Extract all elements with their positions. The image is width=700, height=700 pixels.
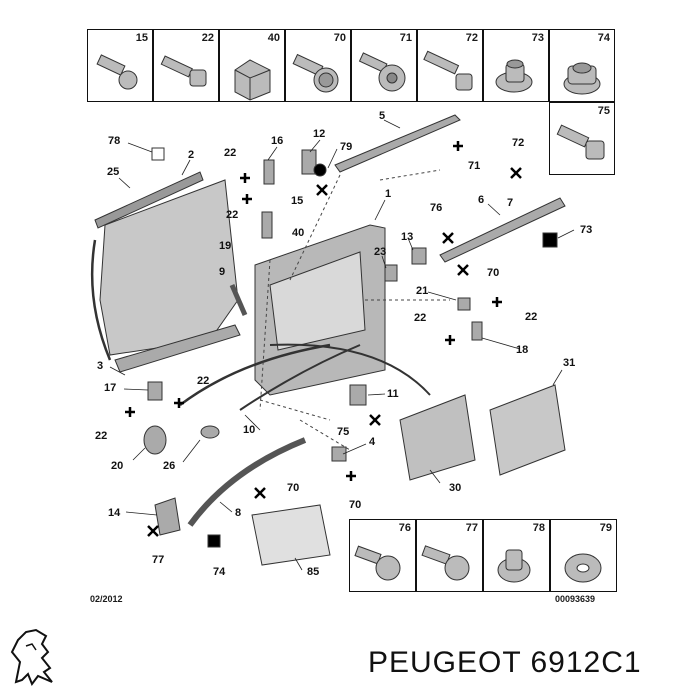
- callout-77: 77: [152, 554, 165, 566]
- callout-19: 19: [219, 240, 232, 252]
- callout-22c: 22: [525, 311, 538, 323]
- hex-bolt-icon: [354, 545, 401, 581]
- callout-70b: 70: [287, 482, 300, 494]
- hardware-cell-76: 76: [349, 519, 416, 592]
- callout-25: 25: [107, 166, 120, 178]
- callout-1: 1: [385, 188, 392, 200]
- callout-6: 6: [478, 194, 485, 206]
- washer-icon: [564, 553, 602, 583]
- block-icon: [234, 59, 271, 101]
- part-number: 71: [399, 32, 412, 44]
- hardware-cell-79: 79: [550, 519, 617, 592]
- callout-10: 10: [243, 424, 256, 436]
- callout-26: 26: [163, 460, 176, 472]
- callout-23: 23: [374, 246, 387, 258]
- diagram-date: 02/2012: [90, 594, 123, 604]
- hardware-cell-72: 72: [417, 29, 483, 102]
- flange-nut-icon: [495, 59, 533, 93]
- flange-bolt-icon: [292, 53, 339, 93]
- callout-17: 17: [104, 382, 117, 394]
- callout-22b: 22: [226, 209, 239, 221]
- part-number: 70: [333, 32, 346, 44]
- callout-22a: 22: [224, 147, 237, 159]
- callout-20: 20: [111, 460, 124, 472]
- callout-16: 16: [271, 135, 284, 147]
- callout-30: 30: [449, 482, 462, 494]
- hardware-cell-15: 15: [87, 29, 153, 102]
- callout-22d: 22: [414, 312, 427, 324]
- callout-21: 21: [416, 285, 429, 297]
- callout-31: 31: [563, 357, 576, 369]
- hardware-cell-22: 22: [153, 29, 219, 102]
- screw-icon: [423, 50, 473, 91]
- part-number: 78: [532, 522, 545, 534]
- callout-75: 75: [337, 426, 350, 438]
- callout-76: 76: [430, 202, 443, 214]
- callout-9: 9: [219, 266, 226, 278]
- callout-18: 18: [516, 344, 529, 356]
- hardware-cell-75: 75: [549, 102, 615, 175]
- flange-bolt-icon: [421, 545, 470, 581]
- hex-bolt-icon: [96, 54, 138, 90]
- callout-8: 8: [235, 507, 242, 519]
- part-number: 15: [135, 32, 148, 44]
- callout-12: 12: [313, 128, 326, 140]
- callout-72: 72: [512, 137, 525, 149]
- nut-icon: [563, 62, 601, 95]
- hardware-cell-77: 77: [416, 519, 483, 592]
- callout-14: 14: [108, 507, 121, 519]
- part-number: 72: [465, 32, 478, 44]
- diagram-code: 00093639: [555, 594, 596, 604]
- callout-22f: 22: [95, 430, 108, 442]
- hardware-cell-74: 74: [549, 29, 615, 102]
- callout-85: 85: [307, 566, 320, 578]
- callout-71: 71: [468, 160, 481, 172]
- bolt-icon: [556, 124, 605, 160]
- callout-2: 2: [188, 149, 195, 161]
- callout-78: 78: [108, 135, 121, 147]
- hardware-cell-40: 40: [219, 29, 285, 102]
- callout-79: 79: [340, 141, 353, 153]
- callout-4: 4: [369, 436, 376, 448]
- part-number: 79: [599, 522, 612, 534]
- part-number: 76: [398, 522, 411, 534]
- peugeot-lion-logo-icon: [10, 628, 53, 687]
- callout-70a: 70: [487, 267, 500, 279]
- hardware-cell-71: 71: [351, 29, 417, 102]
- callout-15: 15: [291, 195, 304, 207]
- torx-screw-icon: [358, 52, 406, 92]
- callout-11: 11: [387, 388, 399, 400]
- callout-5: 5: [379, 110, 386, 122]
- callout-13: 13: [401, 231, 414, 243]
- brand-part-number: PEUGEOT 6912C1: [368, 646, 642, 679]
- callout-40: 40: [292, 227, 305, 239]
- part-number: 22: [201, 32, 214, 44]
- bolt-icon: [160, 55, 207, 87]
- clip-icon: [497, 549, 531, 583]
- callout-70c: 70: [349, 499, 362, 511]
- callout-7: 7: [507, 197, 514, 209]
- callout-3: 3: [97, 360, 104, 372]
- part-number: 77: [465, 522, 478, 534]
- callout-22e: 22: [197, 375, 210, 387]
- hardware-cell-73: 73: [483, 29, 549, 102]
- callout-74: 74: [213, 566, 226, 578]
- hardware-cell-78: 78: [483, 519, 550, 592]
- part-number: 75: [597, 105, 610, 117]
- part-number: 40: [267, 32, 280, 44]
- part-number: 73: [531, 32, 544, 44]
- callout-73: 73: [580, 224, 593, 236]
- part-number: 74: [597, 32, 610, 44]
- hardware-cell-70: 70: [285, 29, 351, 102]
